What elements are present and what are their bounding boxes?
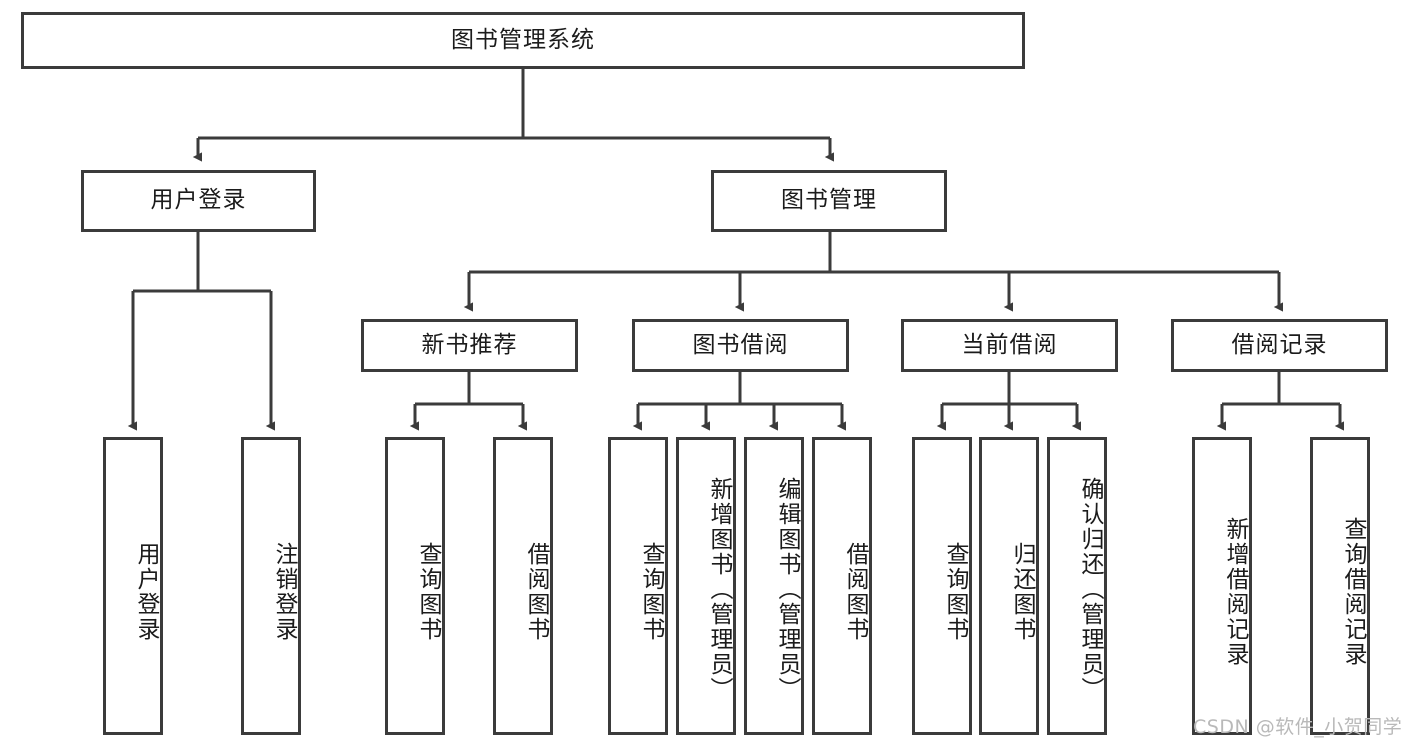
node-label: 新增图书（管理员）: [706, 476, 732, 702]
leaf-current-borrow-query-book[interactable]: 查询图书: [912, 437, 972, 735]
leaf-user-login-login[interactable]: 用户登录: [103, 437, 163, 735]
node-label: 图书借阅: [692, 331, 789, 358]
node-label: 借阅记录: [1231, 331, 1328, 358]
leaf-book-borrow-edit-book-admin[interactable]: 编辑图书（管理员）: [744, 437, 804, 735]
leaf-new-book-query-book[interactable]: 查询图书: [385, 437, 445, 735]
node-label: 查询借阅记录: [1340, 517, 1366, 667]
node-current-borrow[interactable]: 当前借阅: [901, 319, 1118, 372]
node-user-login[interactable]: 用户登录: [81, 170, 316, 232]
node-label: 图书管理: [781, 187, 877, 214]
leaf-borrow-record-add-record[interactable]: 新增借阅记录: [1192, 437, 1252, 735]
node-label: 新书推荐: [421, 331, 518, 358]
node-new-book-recommend[interactable]: 新书推荐: [361, 319, 578, 372]
node-label: 注销登录: [271, 542, 297, 642]
node-label: 查询图书: [638, 542, 664, 642]
node-label: 用户登录: [133, 542, 159, 642]
node-book-borrow[interactable]: 图书借阅: [632, 319, 849, 372]
node-label: 用户登录: [150, 187, 247, 214]
node-label: 新增借阅记录: [1222, 517, 1248, 667]
node-label: 当前借阅: [961, 331, 1058, 358]
node-label: 归还图书: [1009, 542, 1035, 642]
node-label: 图书管理系统: [451, 26, 595, 53]
node-borrow-record[interactable]: 借阅记录: [1171, 319, 1388, 372]
node-label: 借阅图书: [523, 542, 549, 642]
leaf-current-borrow-confirm-return-admin[interactable]: 确认归还（管理员）: [1047, 437, 1107, 735]
leaf-book-borrow-query-book[interactable]: 查询图书: [608, 437, 668, 735]
leaf-user-login-logout[interactable]: 注销登录: [241, 437, 301, 735]
leaf-book-borrow-add-book-admin[interactable]: 新增图书（管理员）: [676, 437, 736, 735]
node-book-management[interactable]: 图书管理: [711, 170, 947, 232]
leaf-book-borrow-borrow-book[interactable]: 借阅图书: [812, 437, 872, 735]
node-label: 查询图书: [415, 542, 441, 642]
node-root-book-management-system[interactable]: 图书管理系统: [21, 12, 1025, 69]
node-label: 编辑图书（管理员）: [774, 476, 800, 702]
leaf-borrow-record-query-record[interactable]: 查询借阅记录: [1310, 437, 1370, 735]
leaf-new-book-borrow-book[interactable]: 借阅图书: [493, 437, 553, 735]
node-label: 确认归还（管理员）: [1077, 476, 1103, 702]
node-label: 查询图书: [942, 542, 968, 642]
leaf-current-borrow-return-book[interactable]: 归还图书: [979, 437, 1039, 735]
node-label: 借阅图书: [842, 542, 868, 642]
